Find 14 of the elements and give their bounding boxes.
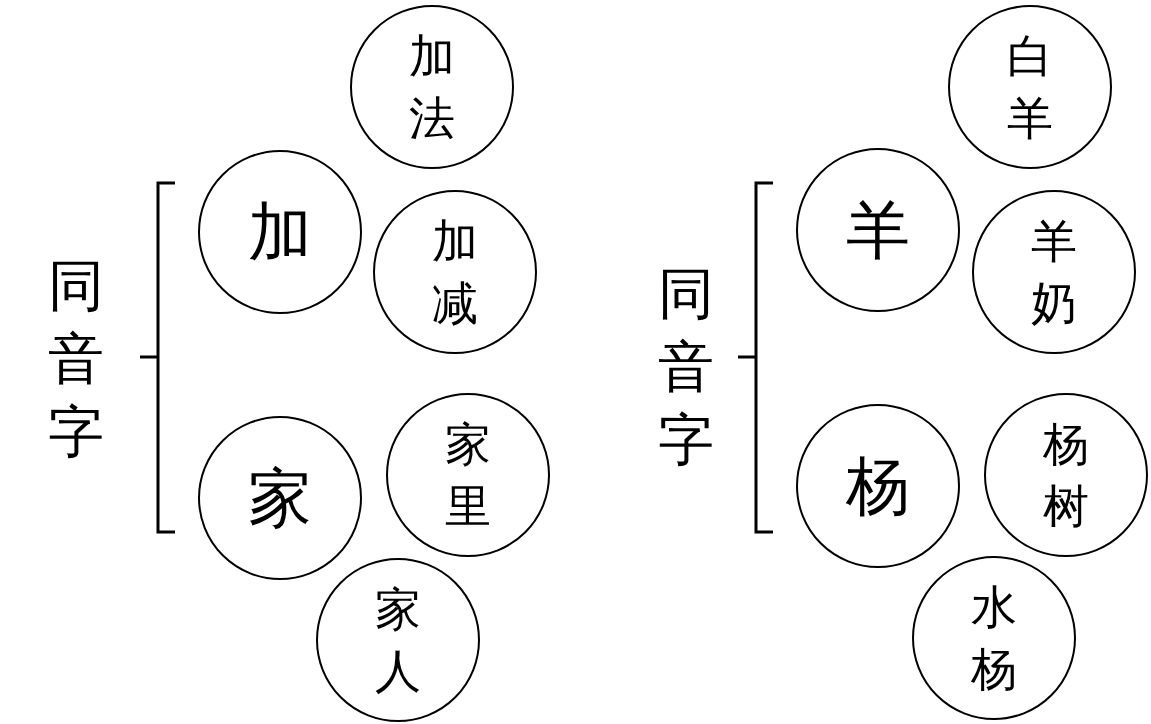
word-circle: 杨树 bbox=[984, 393, 1148, 557]
word-circle: 杨 bbox=[796, 404, 960, 568]
group-label: 同音字 bbox=[48, 252, 104, 466]
word-circle: 加法 bbox=[350, 5, 514, 169]
word-circle: 羊奶 bbox=[972, 190, 1136, 354]
word-circle: 加减 bbox=[373, 190, 537, 354]
word-circle: 家里 bbox=[386, 393, 550, 557]
group-label: 同音字 bbox=[658, 260, 714, 474]
word-circle: 加 bbox=[198, 150, 362, 314]
word-circle: 家 bbox=[198, 416, 362, 580]
word-circle: 羊 bbox=[796, 148, 960, 312]
word-circle: 白羊 bbox=[948, 5, 1112, 169]
word-circle: 水杨 bbox=[912, 556, 1076, 720]
word-circle: 家人 bbox=[316, 558, 480, 722]
